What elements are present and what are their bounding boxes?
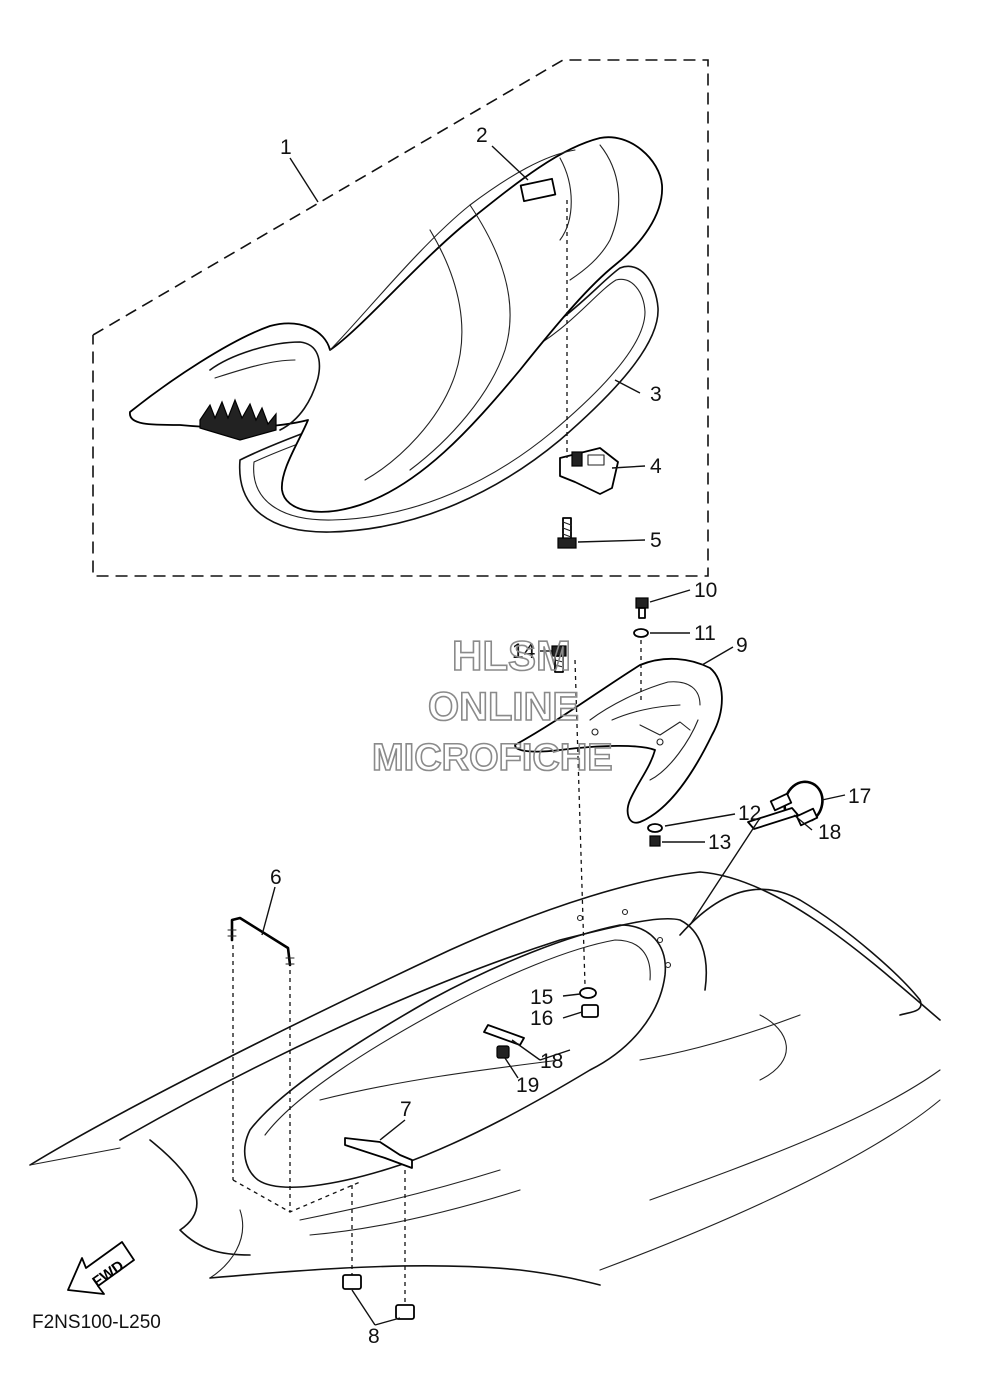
callout-17: 17: [848, 785, 871, 808]
mount-line-6c: [232, 1179, 361, 1213]
watermark-line-3: MICROFICHE: [372, 737, 613, 779]
callout-1: 1: [280, 136, 292, 159]
watermark-line-2: ONLINE: [428, 685, 579, 729]
mount-line-14: [574, 659, 586, 986]
callouts: 1 2 3 4 5 6 7 8 9 10 11 12 13 14 15 16 1…: [270, 124, 871, 1348]
part-14-bolt: [551, 645, 567, 673]
part-18-plate-lower: [483, 1024, 525, 1046]
part-7-bracket: [344, 1137, 413, 1169]
part-16-nut: [581, 1004, 599, 1018]
callout-14: 14: [512, 640, 536, 663]
callout-9: 9: [736, 634, 748, 657]
callout-13: 13: [708, 831, 731, 854]
callout-15: 15: [530, 986, 553, 1009]
callout-6: 6: [270, 866, 282, 889]
callout-18-lower: 18: [540, 1050, 563, 1073]
part-9-rear-cover: [514, 657, 723, 824]
callout-19: 19: [516, 1074, 539, 1097]
callout-5: 5: [650, 529, 662, 552]
watermark: HLSM ONLINE MICROFICHE: [371, 631, 613, 780]
callout-12: 12: [738, 802, 761, 825]
callout-8: 8: [368, 1325, 380, 1348]
part-10-screw: [635, 597, 649, 619]
callout-18-upper: 18: [818, 821, 841, 844]
callout-3: 3: [650, 383, 662, 406]
part-13-nut: [649, 835, 661, 847]
part-8-nuts: [342, 1274, 415, 1320]
part-1-seat-cushion: [129, 136, 663, 513]
fwd-arrow: [67, 1241, 135, 1295]
callout-16: 16: [530, 1007, 553, 1030]
diagram-code: F2NS100-L250: [32, 1312, 161, 1333]
part-6-grab-handle: [227, 916, 295, 967]
part-18-plate-upper: [747, 807, 799, 830]
leader-lines: [261, 145, 846, 1326]
part-19-bolt: [496, 1045, 510, 1059]
part-15-washer: [579, 987, 597, 999]
callout-2: 2: [476, 124, 488, 147]
part-2-label-plate: [519, 177, 557, 203]
callout-7: 7: [400, 1098, 412, 1121]
part-12-washer: [647, 823, 663, 833]
callout-10: 10: [694, 579, 717, 602]
part-11-washer: [633, 628, 649, 638]
part-4-hook-bracket: [559, 447, 619, 495]
callout-11: 11: [694, 622, 716, 645]
watermark-line-1: HLSM: [452, 632, 571, 679]
callout-4: 4: [650, 455, 662, 478]
hull-deck: [29, 871, 941, 1286]
part-5-bolt: [557, 517, 577, 549]
